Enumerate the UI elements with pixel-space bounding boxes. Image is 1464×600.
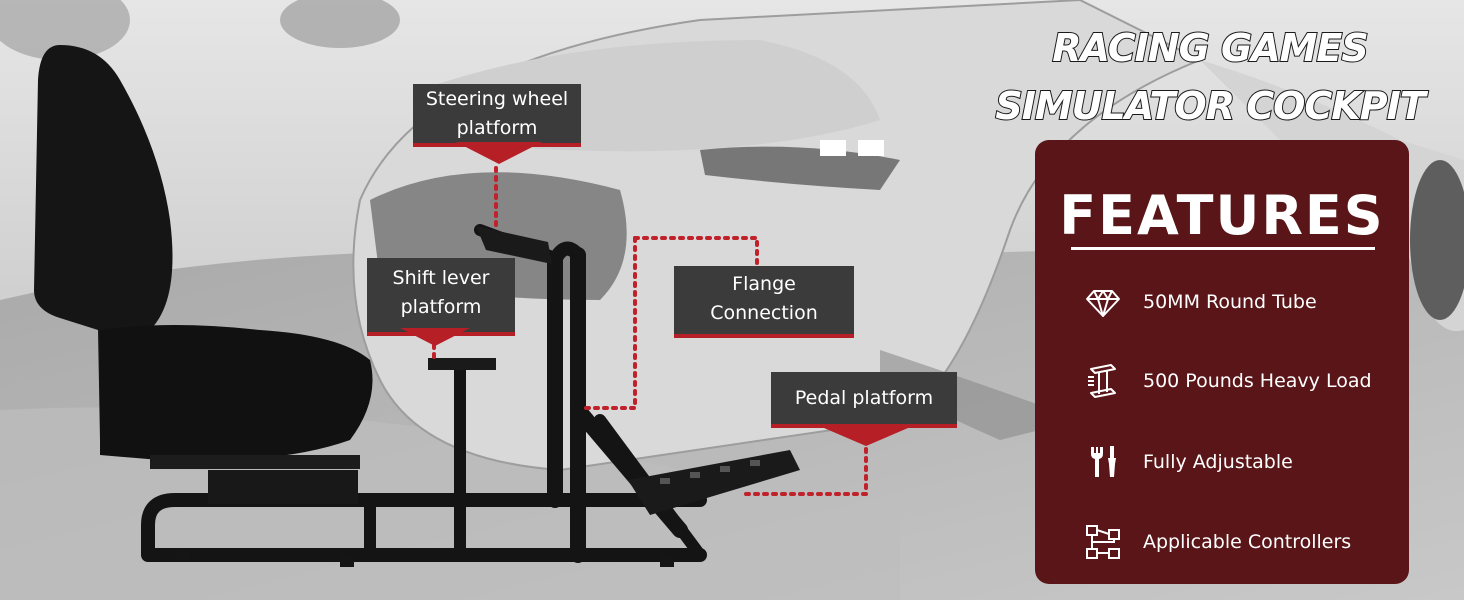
flowchart-icon	[1086, 525, 1120, 559]
callout-pedal-pointer	[824, 428, 908, 446]
callout-flange-line1: Flange	[732, 273, 796, 295]
callout-steering-wheel-platform: Steering wheel platform	[413, 84, 581, 147]
callout-steering-line2: platform	[456, 117, 538, 139]
feature-item: Applicable Controllers	[1085, 522, 1351, 562]
callout-flange-line2: Connection	[710, 302, 818, 324]
steel-beam-icon	[1088, 364, 1116, 398]
callout-shift-lever-platform: Shift lever platform	[367, 258, 515, 336]
feature-item: 500 Pounds Heavy Load	[1085, 361, 1372, 401]
features-title: FEATURES	[1059, 184, 1385, 247]
callout-steering-pointer	[456, 142, 542, 164]
callout-steering-line1: Steering wheel	[425, 88, 569, 110]
callout-pedal-text: Pedal platform	[794, 387, 934, 409]
feature-label: Applicable Controllers	[1143, 531, 1352, 553]
callout-flange-connection: Flange Connection	[674, 266, 854, 338]
diamond-icon	[1086, 290, 1120, 317]
tools-icon	[1091, 446, 1116, 477]
feature-label: 500 Pounds Heavy Load	[1143, 370, 1372, 392]
feature-item: Fully Adjustable	[1085, 442, 1293, 482]
feature-item: 50MM Round Tube	[1085, 282, 1317, 322]
callout-shift-line1: Shift lever	[392, 267, 490, 289]
heading-line1: RACING GAMES	[1051, 25, 1370, 71]
feature-label: Fully Adjustable	[1143, 451, 1293, 473]
callout-shift-line2: platform	[400, 296, 482, 318]
callout-pedal-platform: Pedal platform	[771, 372, 957, 428]
heading-line2: SIMULATOR COCKPIT	[994, 83, 1426, 129]
callout-shift-pointer	[400, 328, 470, 346]
features-divider	[1071, 247, 1375, 250]
feature-label: 50MM Round Tube	[1143, 291, 1317, 313]
features-panel: FEATURES 50MM Round Tube 500 Pounds Heav…	[1035, 140, 1409, 584]
